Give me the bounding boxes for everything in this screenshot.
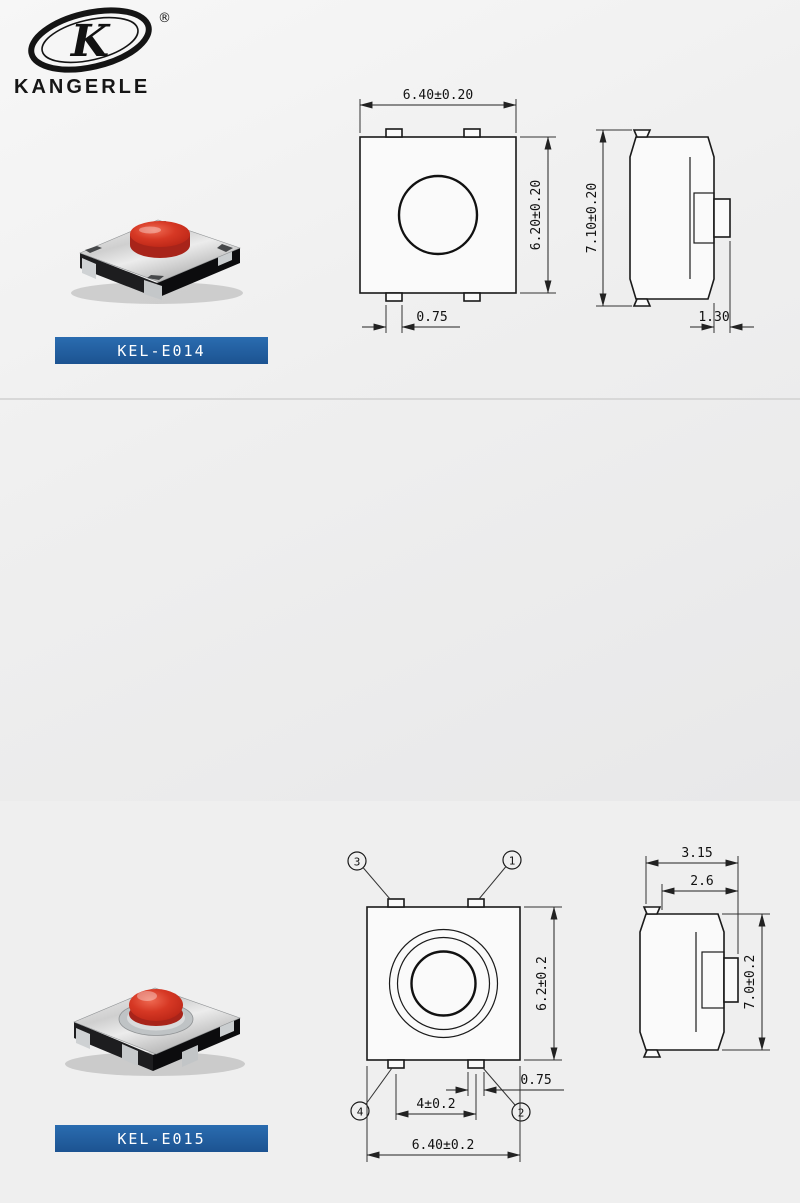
dim-side-height: 7.10±0.20 bbox=[585, 129, 632, 307]
dim-pin-width: 0.75 bbox=[362, 305, 460, 333]
dim-label-side-height: 7.10±0.20 bbox=[585, 183, 600, 253]
dim-pin-width: 0.75 bbox=[446, 1072, 564, 1096]
model-code: KEL-E015 bbox=[117, 1129, 206, 1148]
dim-label-pin-width: 0.75 bbox=[520, 1073, 551, 1088]
technical-drawing-kel-e015: 3 1 4 2 6.2±0.2 bbox=[347, 846, 770, 1162]
pin-number-top-right: 1 bbox=[509, 855, 516, 868]
dim-width: 6.40±0.20 bbox=[359, 88, 517, 133]
brand-block: K ® KANGERLE bbox=[12, 6, 202, 106]
pin-number-top-left: 3 bbox=[354, 856, 361, 869]
dim-label-width: 6.40±0.2 bbox=[412, 1138, 475, 1153]
switch-illustration bbox=[71, 219, 243, 304]
dim-label-height: 6.2±0.2 bbox=[535, 956, 550, 1011]
product-photo-kel-e014 bbox=[71, 219, 243, 304]
registered-mark: ® bbox=[158, 11, 171, 26]
dim-label-side-height: 7.0±0.2 bbox=[743, 955, 758, 1010]
dim-height: 6.2±0.2 bbox=[524, 906, 562, 1061]
brand-logo-icon: K ® bbox=[28, 7, 171, 73]
side-view bbox=[629, 129, 731, 307]
technical-drawing-kel-e014: 6.40±0.20 6.20±0.20 0.75 bbox=[359, 88, 754, 333]
pin-number-bottom-right: 2 bbox=[518, 1107, 525, 1120]
model-code: KEL-E014 bbox=[117, 341, 206, 360]
product-section-kel-e015: KEL-E015 3 1 bbox=[0, 402, 800, 1162]
dim-label-pin-width: 0.75 bbox=[416, 310, 447, 325]
top-view bbox=[366, 898, 521, 1069]
dim-stem: 1.30 bbox=[690, 241, 754, 333]
dim-side-body-width: 2.6 bbox=[661, 874, 739, 910]
dim-label-pin-pitch: 4±0.2 bbox=[416, 1097, 455, 1112]
dim-label-stem: 1.30 bbox=[698, 310, 729, 325]
pin-number-bottom-left: 4 bbox=[357, 1106, 364, 1119]
side-view bbox=[639, 906, 739, 1058]
switch-illustration bbox=[65, 987, 245, 1076]
dim-label-side-top-width: 3.15 bbox=[681, 846, 712, 861]
brand-name: KANGERLE bbox=[14, 76, 151, 98]
dim-label-height: 6.20±0.20 bbox=[529, 180, 544, 250]
dim-label-width: 6.40±0.20 bbox=[403, 88, 473, 103]
catalog-page: K ® KANGERLE bbox=[0, 0, 800, 1162]
product-photo-kel-e015 bbox=[65, 987, 245, 1076]
model-badge-kel-e014: KEL-E014 bbox=[55, 337, 268, 364]
model-badge-kel-e015: KEL-E015 bbox=[55, 1125, 268, 1152]
top-view bbox=[359, 128, 517, 302]
logo-letter: K bbox=[69, 16, 111, 67]
product-section-kel-e014: KEL-E014 6.40±0.20 bbox=[0, 0, 800, 400]
dim-pin-pitch: 4±0.2 bbox=[395, 1074, 477, 1120]
dim-height: 6.20±0.20 bbox=[520, 136, 556, 294]
dim-label-side-body-width: 2.6 bbox=[690, 874, 713, 889]
